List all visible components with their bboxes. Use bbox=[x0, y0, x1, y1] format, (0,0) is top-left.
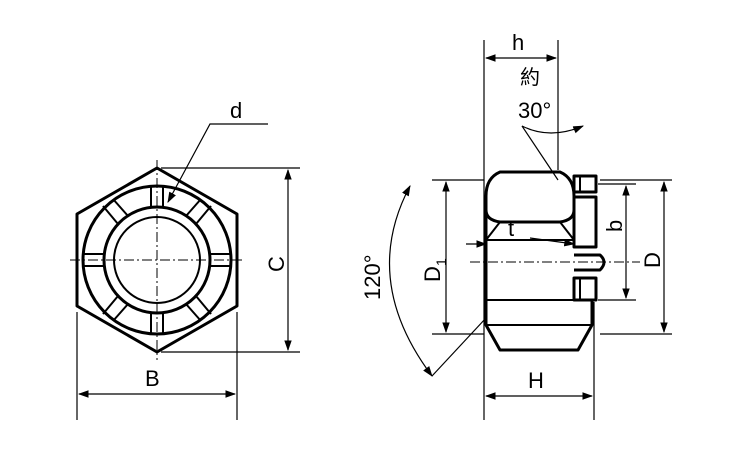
d-leader bbox=[167, 123, 268, 203]
label-B: B bbox=[145, 366, 160, 391]
hexagon-outline bbox=[75, 166, 239, 354]
side-view: h 約 30° 120° t D 1 b D bbox=[360, 30, 672, 420]
t-arrow-right bbox=[529, 237, 576, 247]
nut-body-lower bbox=[484, 262, 594, 352]
label-h: h bbox=[512, 30, 524, 55]
label-t: t bbox=[508, 216, 514, 241]
nut-body-upper bbox=[484, 170, 576, 262]
label-D1-main: D bbox=[420, 266, 445, 282]
angle-30-arc bbox=[521, 125, 584, 134]
label-d: d bbox=[230, 98, 242, 123]
label-approx: 約 bbox=[520, 66, 540, 89]
upper-chamfer-right bbox=[559, 221, 575, 241]
angle-30-leader bbox=[521, 125, 559, 181]
upper-chamfer bbox=[485, 221, 501, 241]
label-D1-sub: 1 bbox=[433, 258, 449, 266]
label-b: b bbox=[602, 220, 627, 232]
label-D1: D 1 bbox=[420, 258, 449, 282]
label-120deg: 120° bbox=[360, 254, 385, 300]
slots bbox=[83, 186, 231, 334]
angle-120-leader bbox=[431, 317, 487, 377]
label-H: H bbox=[528, 368, 544, 393]
label-30deg: 30° bbox=[518, 98, 551, 123]
angle-120-arc bbox=[388, 185, 433, 377]
label-D: D bbox=[640, 252, 665, 268]
front-view: d B C bbox=[70, 98, 300, 420]
crown-slots bbox=[572, 174, 606, 302]
label-C: C bbox=[264, 256, 289, 272]
